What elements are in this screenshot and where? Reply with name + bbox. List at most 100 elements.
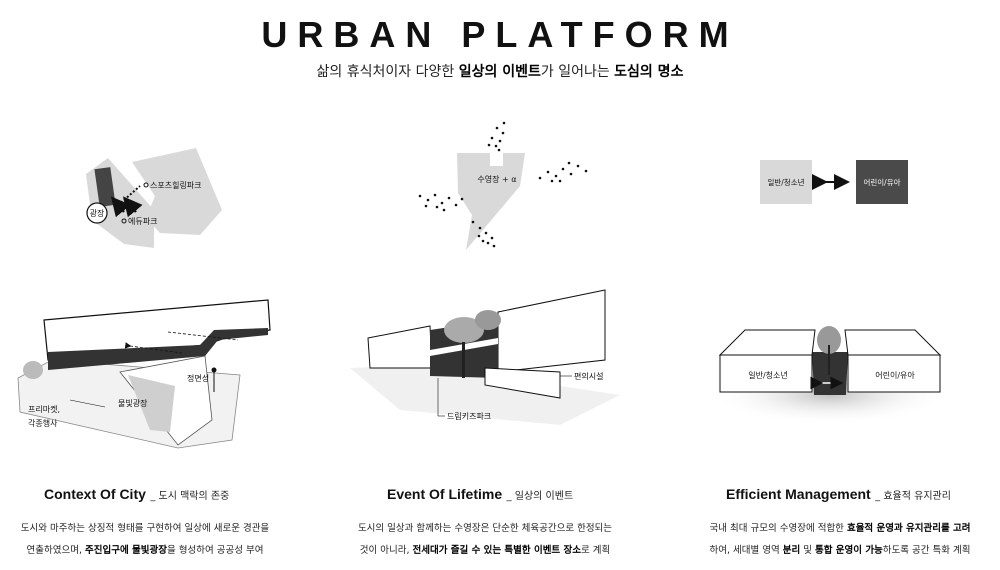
subtitle-part: 가 일어나는 [540, 64, 615, 80]
pool-shape [457, 153, 525, 250]
dark-facade [48, 328, 268, 370]
heading-sub: _ 효율적 유지관리 [875, 491, 951, 502]
description-line: 도시와 마주하는 상징적 형태를 구현하여 일상에 새로운 경관을 [10, 518, 280, 540]
event-dot [418, 194, 422, 198]
event-dot [440, 201, 444, 205]
sports-park-area [132, 148, 222, 235]
event-dot [435, 205, 439, 209]
description-segment: 국내 최대 규모의 수영장에 적합한 [709, 523, 847, 534]
column-heading-event: Event Of Lifetime _ 일상의 이벤트 [387, 486, 573, 504]
event-dot [576, 164, 580, 168]
market-label-1: 프리마켓, [28, 404, 60, 414]
subtitle-part: 삶의 휴식처이자 다양한 [316, 64, 459, 80]
sports-park-label: 스포츠힐링파크 [150, 180, 202, 190]
market-label-2: 각종행사 [28, 418, 58, 428]
plaza-circle [86, 202, 108, 224]
event-dot [477, 234, 481, 238]
column-heading-context: Context Of City _ 도시 맥락의 존중 [44, 486, 229, 504]
tree [817, 326, 841, 354]
event-dot [538, 176, 542, 180]
front-label: 정면성 [187, 373, 209, 383]
management-zone-diagram: 일반/청소년 어린이/유아 [760, 160, 908, 204]
event-dot [495, 126, 499, 130]
description-line: 하여, 세대별 영역 분리 및 통합 운영이 가능하도록 공간 특화 계획 [700, 540, 980, 562]
description-segment: 통합 운영이 가능 [815, 545, 883, 556]
kids-zone-box [856, 160, 908, 204]
description-segment: 하여, 세대별 영역 [709, 545, 783, 556]
subtitle-part: 도심의 명소 [614, 64, 684, 80]
page-title: URBAN PLATFORM [261, 14, 739, 55]
kids-volume-label: 어린이/유아 [875, 370, 915, 380]
page-subtitle: 삶의 휴식처이자 다양한 일상의 이벤트가 일어나는 도심의 명소 [0, 61, 1000, 81]
event-building-perspective: 편의시설 드림키즈파크 [350, 289, 620, 425]
description-segment: 연출하였으며, [26, 545, 86, 556]
tree [444, 317, 484, 343]
event-dot [447, 196, 451, 200]
right-volume [847, 354, 941, 393]
event-dot [471, 220, 475, 224]
event-dot [433, 193, 437, 197]
general-zone-label: 일반/청소년 [767, 177, 804, 187]
event-program-diagram: 수영장 + α [418, 121, 588, 250]
event-dot [569, 172, 573, 176]
heading-sub: _ 도시 맥락의 존중 [150, 491, 230, 502]
event-dot [481, 239, 485, 243]
event-dots [418, 121, 588, 248]
event-dot [554, 174, 558, 178]
management-building-perspective: 일반/청소년 어린이/유아 [710, 326, 950, 425]
event-dot [497, 148, 501, 152]
tree [23, 361, 43, 379]
event-dot [561, 167, 565, 171]
description-line: 것이 아니라, 전세대가 즐길 수 있는 특별한 이벤트 장소로 계획 [350, 540, 620, 562]
description-segment: 효율적 운영과 유지관리를 고려 [846, 523, 971, 534]
description-line: 연출하였으며, 주진입구에 물빛광장을 형성하여 공공성 부여 [10, 540, 280, 562]
event-dot [498, 139, 502, 143]
heading-text: Efficient Management [726, 486, 871, 502]
description-segment: 하도록 공간 특화 계획 [882, 545, 971, 556]
event-dot [478, 226, 482, 230]
event-dot [546, 170, 550, 174]
approach-arrow [110, 196, 131, 218]
event-dot [424, 204, 428, 208]
context-site-diagram: 광장 스포츠힐링파크 에듀파크 [86, 148, 222, 248]
description-segment: 로 계획 [580, 545, 611, 556]
description-segment: 주진입구에 물빛광장 [85, 545, 167, 556]
right-volume-roof [844, 329, 942, 356]
left-volume [367, 325, 433, 369]
water-plaza-label: 물빛광장 [118, 398, 148, 408]
ground-plane [350, 365, 620, 425]
description-segment: 전세대가 즐길 수 있는 특별한 이벤트 장소 [412, 545, 581, 556]
event-dot [486, 241, 490, 245]
amenity-label: 편의시설 [574, 371, 603, 381]
kids-park-label: 드림키즈파크 [447, 411, 491, 421]
pool-label: 수영장 + α [477, 174, 516, 184]
event-dot [492, 244, 496, 248]
description-segment: 도시와 마주하는 상징적 형태를 구현하여 일상에 새로운 경관을 [20, 523, 270, 534]
right-volume [497, 289, 606, 373]
canopy [484, 367, 561, 399]
event-dot [442, 208, 446, 212]
edu-park-label: 에듀파크 [128, 217, 157, 226]
kids-zone-label: 어린이/유아 [863, 177, 900, 187]
event-dot [494, 144, 498, 148]
left-volume-roof [718, 329, 816, 356]
event-dot [567, 161, 571, 165]
description-segment: 을 형성하여 공공성 부여 [166, 545, 264, 556]
event-dot [502, 121, 506, 125]
tree [475, 310, 501, 330]
approach-arrow [122, 196, 143, 218]
event-dot [490, 136, 494, 140]
context-building-perspective: 정면성 물빛광장 프리마켓, 각종행사 [17, 299, 271, 449]
description-segment: 분리 [782, 545, 801, 556]
concept-diagrams: 광장 스포츠힐링파크 에듀파크 정면성 물빛광장 프리마켓, 각종행사 수영장 … [17, 121, 950, 449]
ramp-shadow [128, 375, 175, 432]
heading-text: Context Of City [44, 486, 146, 502]
event-dot [558, 179, 562, 183]
description-line: 도시의 일상과 함께하는 수영장은 단순한 체육공간으로 한정되는 [350, 518, 620, 540]
description-line: 국내 최대 규모의 수영장에 적합한 효율적 운영과 유지관리를 고려 [700, 518, 980, 540]
event-dot [550, 179, 554, 183]
description-segment: 것이 아니라, [359, 545, 413, 556]
